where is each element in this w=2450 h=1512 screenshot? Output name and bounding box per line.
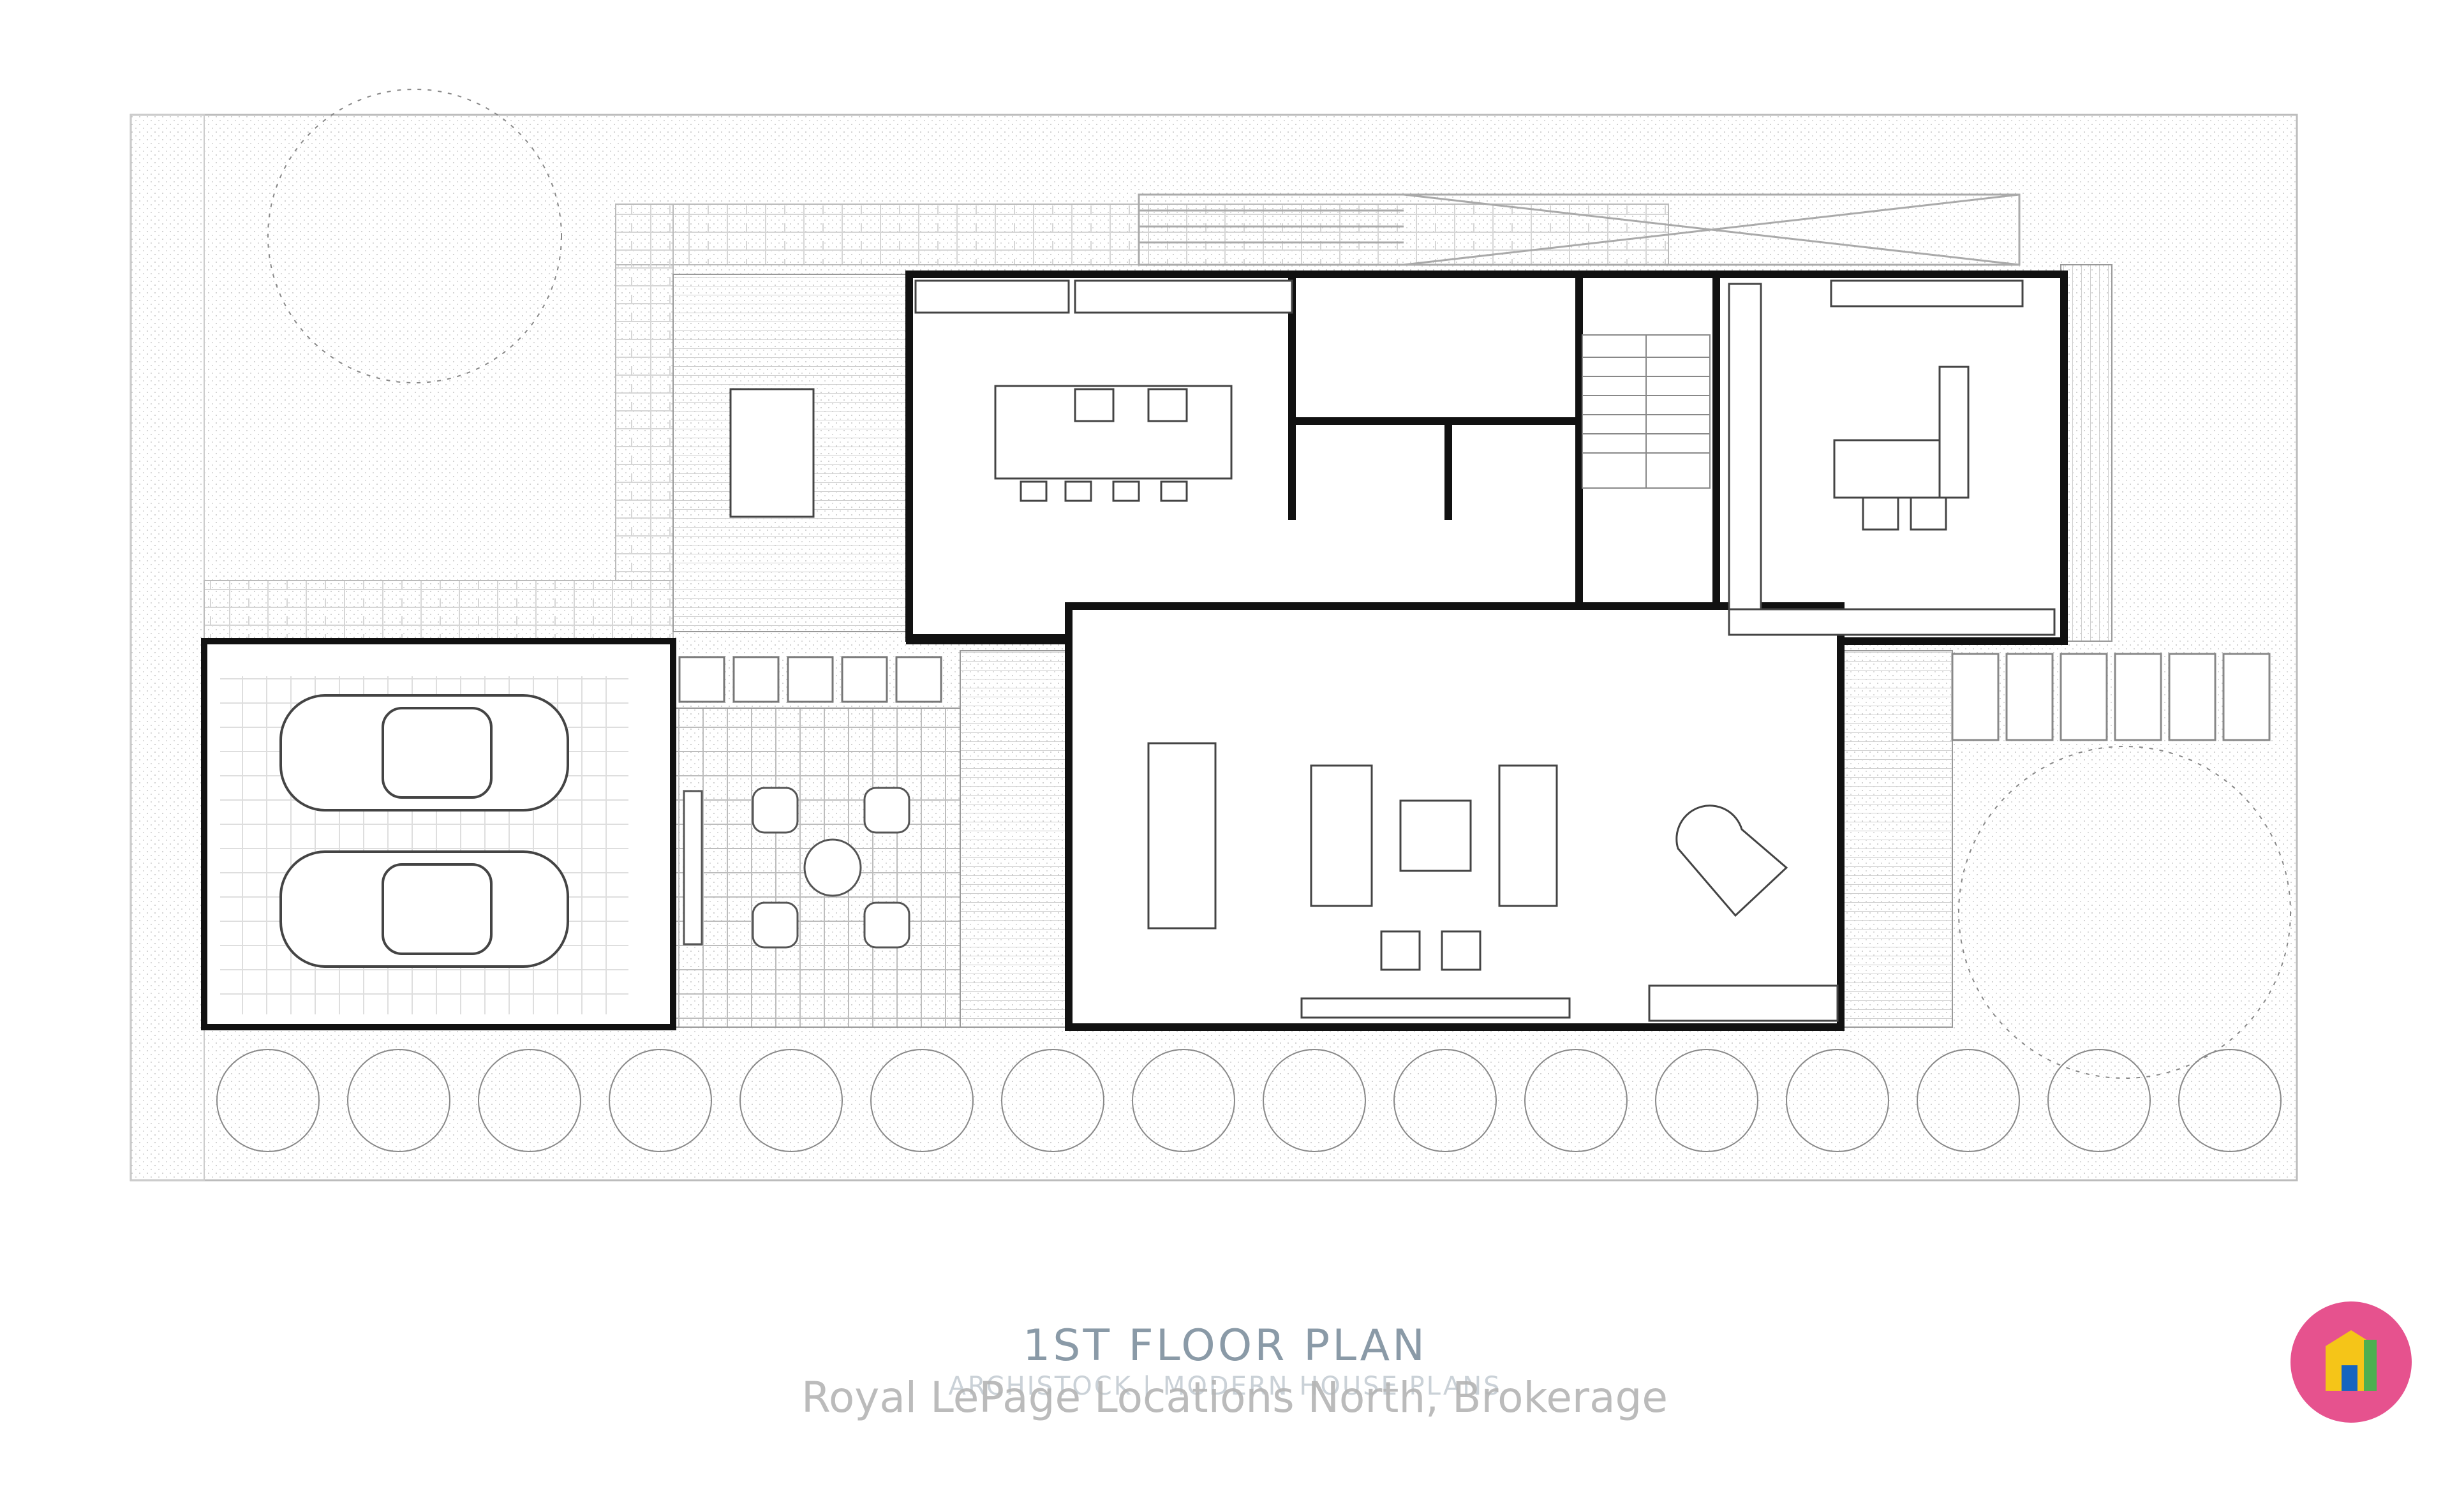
car-icon (279, 694, 569, 968)
staircase (1582, 334, 1711, 489)
brokerage-watermark: Royal LePage Locations North, Brokerage (737, 1372, 1732, 1424)
plan-title: 1ST FLOOR PLAN (1023, 1321, 1427, 1371)
kitchen (729, 279, 1293, 518)
tree-icons (216, 89, 2291, 1152)
garage (201, 638, 676, 1030)
living-dining (1147, 742, 1839, 1022)
paving (204, 193, 2021, 642)
house-logo-icon (2290, 1301, 2412, 1423)
stepping-stones (1951, 653, 2271, 741)
office (1728, 279, 2056, 636)
patio (672, 656, 961, 1028)
